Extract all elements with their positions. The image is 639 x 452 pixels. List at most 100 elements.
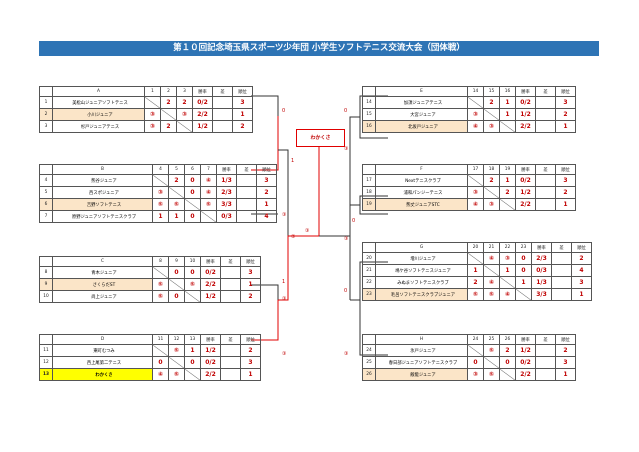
rank: 3 — [571, 276, 592, 289]
self-cell — [467, 174, 484, 187]
header-blank — [362, 164, 376, 175]
bracket-score: ③ — [282, 296, 286, 302]
team-name: 東町むつみ — [52, 344, 153, 357]
team-name: 杉戸ジュニアテニス — [52, 120, 145, 133]
win-rate: 0/3 — [531, 264, 552, 277]
match-score: 1 — [515, 276, 532, 289]
match-score: ③ — [467, 108, 484, 121]
self-cell — [184, 198, 201, 211]
match-score: 2 — [160, 120, 177, 133]
col-header: 19 — [499, 164, 516, 175]
rank-header: 順位 — [256, 164, 277, 175]
champion-box: わかくさ — [296, 129, 345, 147]
team-number: 19 — [362, 198, 376, 211]
win-rate-header: 勝率 — [531, 242, 552, 253]
team-number: 10 — [39, 290, 53, 303]
diff — [220, 368, 241, 381]
self-cell — [152, 344, 169, 357]
match-score: 2 — [160, 96, 177, 109]
diff — [236, 210, 257, 223]
win-rate: 1/3 — [216, 174, 237, 187]
match-score: 0 — [515, 252, 532, 265]
team-name: 浦和パンジーテニス — [375, 186, 468, 199]
rank: 1 — [555, 198, 576, 211]
match-score: ③ — [467, 368, 484, 381]
self-cell — [499, 198, 516, 211]
team-name: 氷戸ジュニア — [375, 344, 468, 357]
team-number: 3 — [39, 120, 53, 133]
team-number: 16 — [362, 120, 376, 133]
diff — [220, 290, 241, 303]
col-header: 20 — [467, 242, 484, 253]
team-number: 6 — [39, 198, 53, 211]
self-cell — [483, 108, 500, 121]
match-score: 2 — [483, 174, 500, 187]
self-cell — [184, 290, 201, 303]
match-score: 1 — [499, 174, 516, 187]
diff — [551, 252, 572, 265]
match-score: ⑤ — [483, 344, 500, 357]
team-name: 大宮ジュニア — [375, 108, 468, 121]
self-cell — [515, 288, 532, 301]
team-name: Nextテニスクラブ — [375, 174, 468, 187]
match-score: 2 — [467, 276, 484, 289]
rank-header: 順位 — [232, 86, 253, 97]
team-name: 西スポジュニア — [52, 186, 153, 199]
match-score: 0 — [168, 266, 185, 279]
diff — [535, 108, 556, 121]
win-rate: 1/2 — [200, 290, 221, 303]
rank: 2 — [555, 344, 576, 357]
rank: 1 — [555, 368, 576, 381]
self-cell — [483, 264, 500, 277]
bracket-score: ③ — [305, 228, 309, 234]
diff — [236, 186, 257, 199]
rank: 2 — [571, 252, 592, 265]
self-cell — [467, 344, 484, 357]
team-name: さくらだST — [52, 278, 153, 291]
rank: 1 — [555, 120, 576, 133]
col-header: 23 — [515, 242, 532, 253]
col-header: 8 — [152, 256, 169, 267]
self-cell — [499, 276, 516, 289]
win-rate-header: 勝率 — [515, 334, 536, 345]
rank-header: 順位 — [555, 164, 576, 175]
col-header: 13 — [184, 334, 201, 345]
col-header: 24 — [467, 334, 484, 345]
win-rate: 2/2 — [515, 368, 536, 381]
win-rate-header: 勝率 — [192, 86, 213, 97]
col-header: 7 — [200, 164, 217, 175]
team-number: 2 — [39, 108, 53, 121]
win-rate-header: 勝率 — [200, 334, 221, 345]
pool-name: F — [375, 164, 468, 175]
match-score: ③ — [483, 120, 500, 133]
bracket-score: 0 — [344, 108, 347, 114]
win-rate: 3/3 — [216, 198, 237, 211]
diff — [220, 278, 241, 291]
match-score: ④ — [152, 368, 169, 381]
match-score: 2 — [483, 96, 500, 109]
col-header: 10 — [184, 256, 201, 267]
bracket-score: 0 — [352, 218, 355, 224]
team-number: 15 — [362, 108, 376, 121]
col-header: 18 — [483, 164, 500, 175]
team-number: 8 — [39, 266, 53, 279]
diff — [551, 288, 572, 301]
win-rate: 1/2 — [192, 120, 213, 133]
diff — [212, 96, 233, 109]
match-score: 1 — [499, 264, 516, 277]
match-score: ③ — [499, 252, 516, 265]
team-number: 25 — [362, 356, 376, 369]
bracket-score: 1 — [282, 279, 285, 285]
match-score: ③ — [144, 108, 161, 121]
col-header: 4 — [152, 164, 169, 175]
col-header: 15 — [483, 86, 500, 97]
team-number: 23 — [362, 288, 376, 301]
bracket-score: ③ — [282, 351, 286, 357]
